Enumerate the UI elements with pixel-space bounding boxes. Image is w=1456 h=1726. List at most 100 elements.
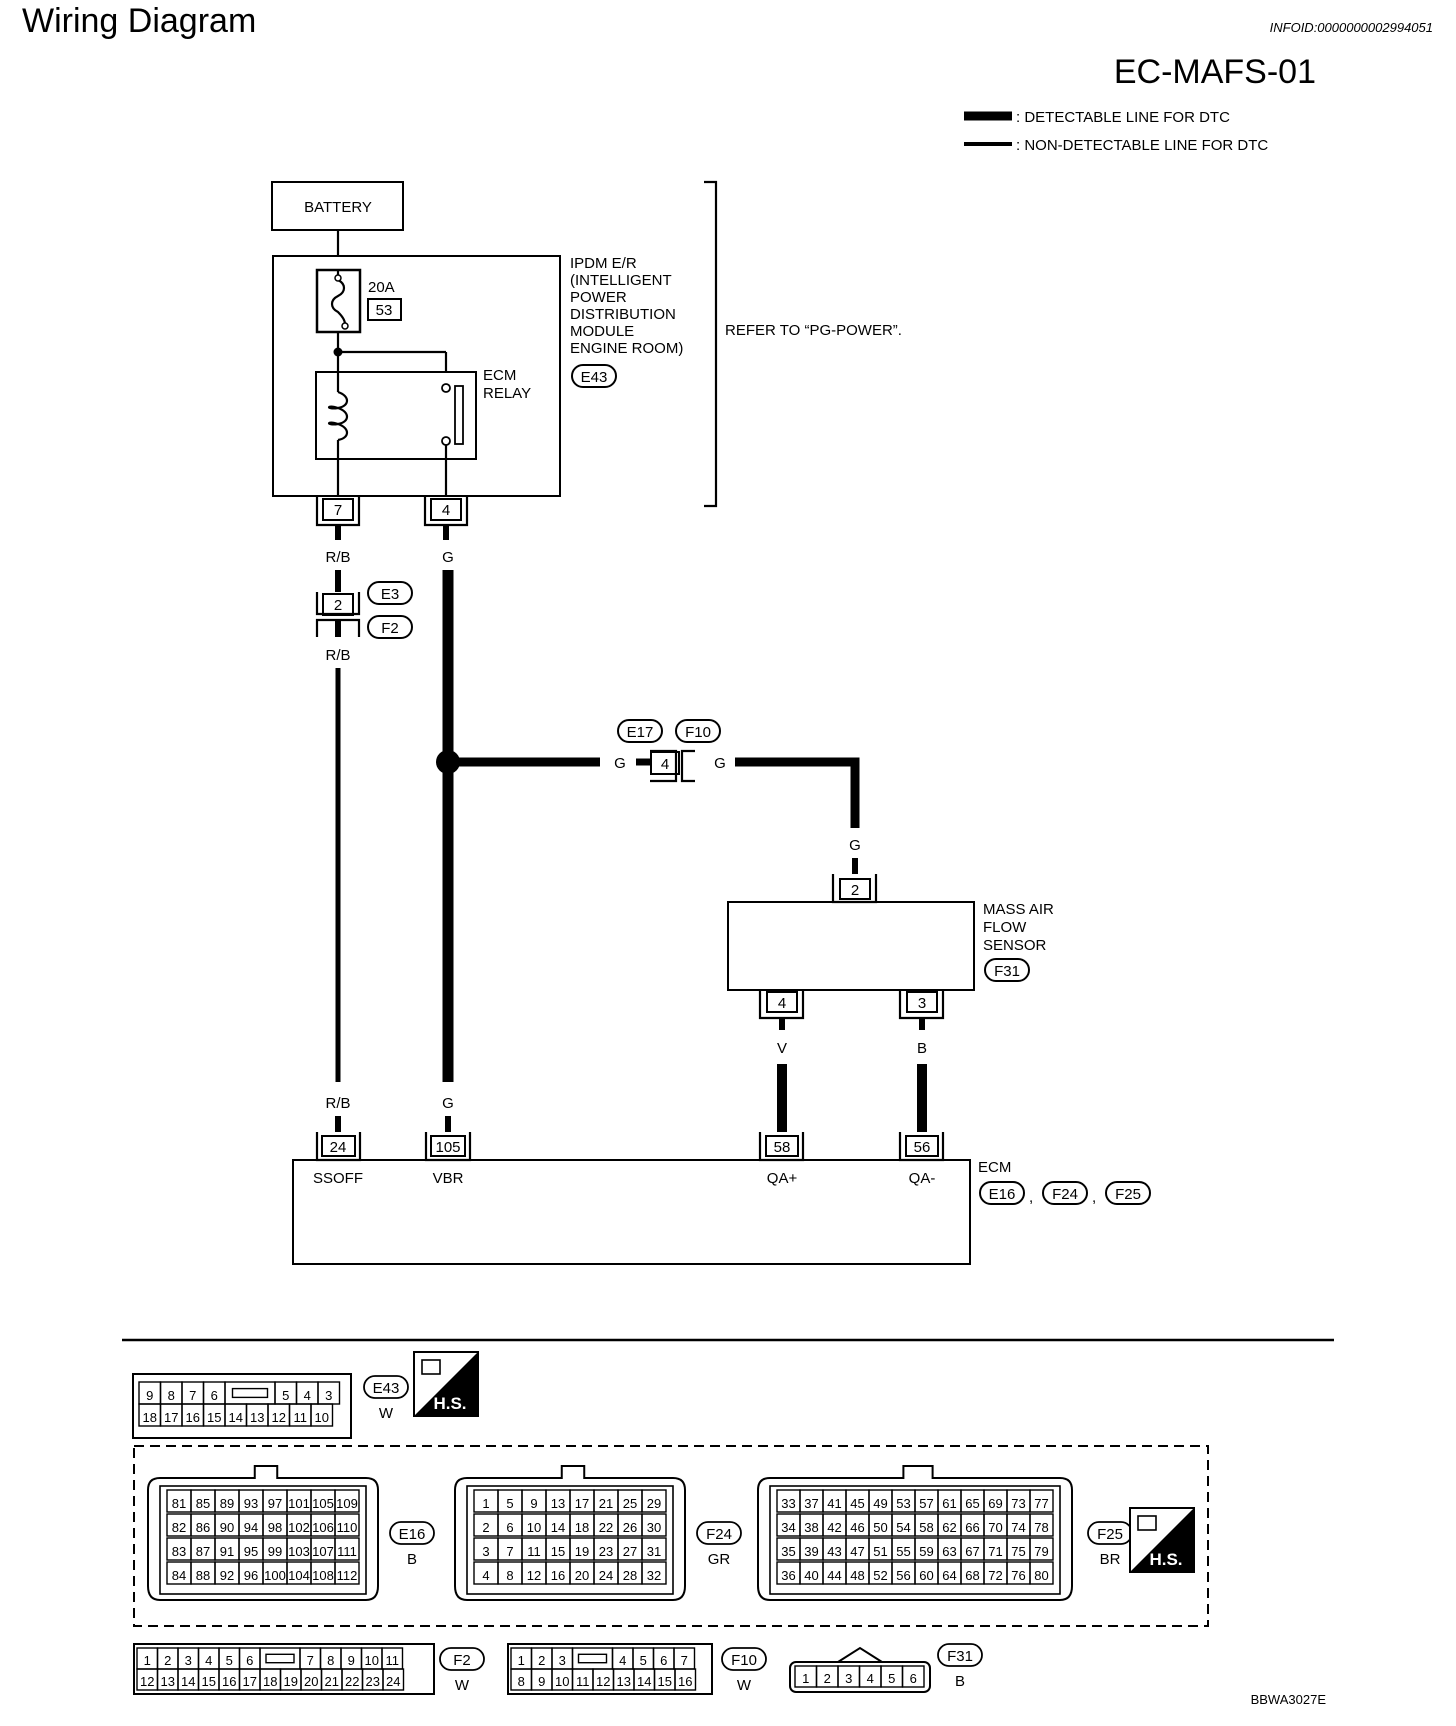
pin-number: 62 [942,1520,956,1535]
svg-text:F25: F25 [1115,1186,1141,1203]
pin-number: 42 [827,1520,841,1535]
pin-number: 4 [482,1568,489,1583]
connector-e43-frame [132,1373,352,1439]
pin-number: 5 [640,1653,647,1668]
maf-connector-badge [984,958,1030,982]
svg-text:105: 105 [435,1139,460,1156]
junction-e17-f10: 4 E17 F10 [617,719,721,783]
connector-id: F2 [453,1652,471,1669]
wire-rb-label-1: R/B [325,549,350,566]
pin-number: 4 [619,1653,626,1668]
pin-number: 2 [824,1671,831,1686]
pin-number: 9 [538,1674,545,1689]
connector-id: F24 [706,1526,732,1543]
pin-number: 34 [781,1520,795,1535]
legend-non-detectable-text: : NON-DETECTABLE LINE FOR DTC [1016,137,1268,154]
wire-g-maf-label: G [849,837,861,854]
pin-number: 79 [1034,1544,1048,1559]
pin-number: 43 [827,1544,841,1559]
pin-number: 16 [678,1674,692,1689]
wire-g-branch-label-right: G [714,755,726,772]
fuse-pin-bottom [341,322,349,330]
wire-rb-label-2: R/B [325,647,350,664]
ecm-pin-name-qa-minus: QA- [909,1170,936,1187]
pin-number: 5 [888,1671,895,1686]
legend: : DETECTABLE LINE FOR DTC : NON-DETECTAB… [964,109,1268,154]
pin-cell [310,1403,334,1427]
pin-number: 8 [327,1653,334,1668]
svg-text:IPDM E/R: IPDM E/R [570,255,637,272]
pin-number: 41 [827,1496,841,1511]
pin-number: 73 [1011,1496,1025,1511]
pin-number: 95 [244,1544,258,1559]
pin-number: 20 [575,1568,589,1583]
pin-cell [334,1537,360,1561]
pin-number: 6 [211,1388,218,1403]
svg-text:FLOW: FLOW [983,919,1027,936]
page-title: Wiring Diagram [22,2,256,40]
pin-number: 5 [506,1496,513,1511]
pin-number: 12 [596,1674,610,1689]
pin-number: 7 [681,1653,688,1668]
pin-number: 48 [850,1568,864,1583]
svg-text:F2: F2 [381,620,399,637]
pin-number: 5 [282,1388,289,1403]
pin-number: 8 [518,1674,525,1689]
pin-cell [641,1537,667,1561]
pin-number: 9 [146,1388,153,1403]
pin-number: 2 [482,1520,489,1535]
pin-cell [1029,1513,1054,1537]
pin-number: 4 [867,1671,874,1686]
pin-number: 1 [482,1496,489,1511]
hs-badge: H.S. [1129,1507,1195,1573]
connector-color: B [955,1673,965,1690]
pin-number: 77 [1034,1496,1048,1511]
svg-text:ENGINE ROOM): ENGINE ROOM) [570,340,683,357]
pin-number: 68 [965,1568,979,1583]
connector-f31-frame [789,1661,931,1693]
pin-number: 19 [284,1674,298,1689]
pin-number: 12 [527,1568,541,1583]
pin-number: 2 [538,1653,545,1668]
connector-f10-frame [507,1643,713,1695]
hs-fill [1130,1508,1194,1572]
hs-fill [414,1352,478,1416]
ipdm-connector-id: E43 [581,369,608,386]
pin-number: 7 [506,1544,513,1559]
pin-number: 13 [617,1674,631,1689]
pin-number: 50 [873,1520,887,1535]
pin-number: 14 [551,1520,565,1535]
ecm-label: ECM [978,1159,1011,1176]
pin-number: 10 [315,1410,329,1425]
pin-number: 15 [207,1410,221,1425]
connector-inner [769,1485,1061,1595]
pin-number: 108 [312,1568,334,1583]
pin-number: 92 [220,1568,234,1583]
pin-number: 76 [1011,1568,1025,1583]
pin-number: 63 [942,1544,956,1559]
pin-number: 112 [337,1568,358,1583]
pin-number: 80 [1034,1568,1048,1583]
pin-number: 100 [264,1568,286,1583]
pin-number: 93 [244,1496,258,1511]
pin-number: 85 [196,1496,210,1511]
pin-number: 14 [181,1674,195,1689]
connector-shell [757,1465,1073,1601]
pin-number: 10 [365,1653,379,1668]
pin-number: 49 [873,1496,887,1511]
connector-f31-latch [837,1646,883,1663]
pin-number: 104 [288,1568,310,1583]
pin-number: 111 [337,1544,357,1559]
pin-number: 13 [250,1410,264,1425]
pin-number: 39 [804,1544,818,1559]
pin-cell [641,1561,667,1585]
ipdm-connector-badge [571,364,617,388]
svg-text:DISTRIBUTION: DISTRIBUTION [570,306,676,323]
relay-contact-bottom [441,436,451,446]
wire-b-label: B [917,1040,927,1057]
pin-number: 40 [804,1568,818,1583]
